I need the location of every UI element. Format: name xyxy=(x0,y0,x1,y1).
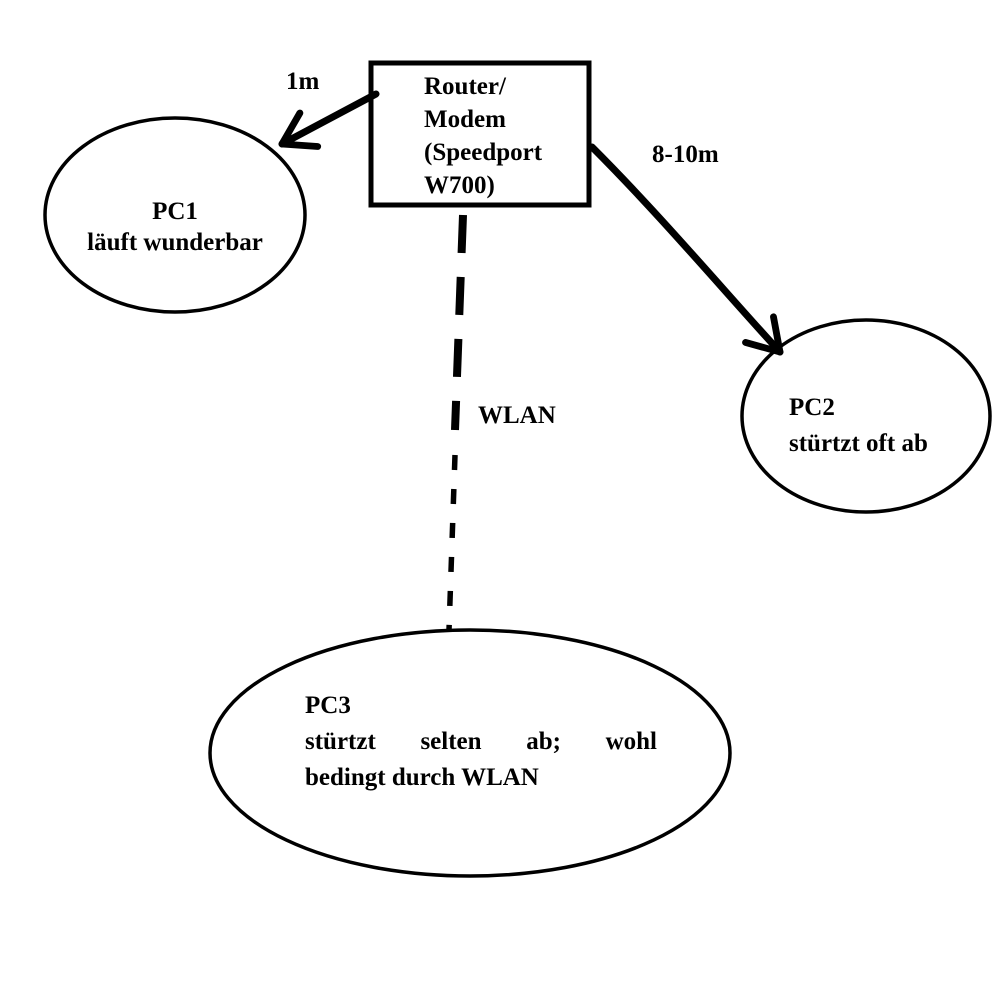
pc1-label: PC1 läuft wunderbar xyxy=(45,196,305,258)
pc3-line3: bedingt durch WLAN xyxy=(305,764,539,791)
pc3-ellipse xyxy=(208,628,732,878)
edge-label-8-10m: 8-10m xyxy=(652,141,719,168)
pc2-subtitle: stürtzt oft ab xyxy=(789,430,928,457)
pc2-title: PC2 xyxy=(789,394,835,421)
pc1-subtitle: läuft wunderbar xyxy=(87,229,263,256)
pc3-line2: stürtzt selten ab; wohl xyxy=(305,728,657,755)
edge-router-pc2 xyxy=(588,143,784,356)
edge-router-pc1 xyxy=(278,90,380,150)
router-label-line2: Modem xyxy=(424,106,506,133)
pc1-ellipse xyxy=(43,116,307,314)
pc2-ellipse xyxy=(740,318,992,514)
router-label: Router/ Modem (Speedport W700) xyxy=(424,70,584,202)
edge-router-pc3-upper xyxy=(451,214,467,431)
router-label-line4: W700) xyxy=(424,172,495,199)
edge-label-1m: 1m xyxy=(286,68,320,95)
router-label-line1: Router/ xyxy=(424,73,506,100)
pc3-title: PC3 xyxy=(305,692,351,719)
pc2-label: PC2 stürtzt oft ab xyxy=(789,390,1000,462)
pc1-title: PC1 xyxy=(152,198,198,225)
edge-router-pc3-lower xyxy=(446,454,458,631)
edge-label-wlan: WLAN xyxy=(478,402,556,429)
router-box xyxy=(368,60,592,208)
pc3-label: PC3 stürtzt selten ab; wohl bedingt durc… xyxy=(305,688,657,796)
router-label-line3: (Speedport xyxy=(424,139,543,166)
